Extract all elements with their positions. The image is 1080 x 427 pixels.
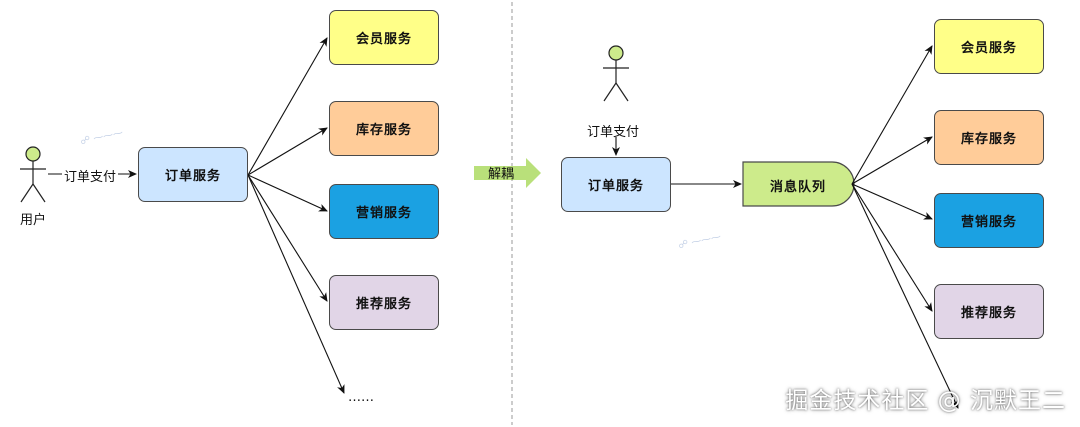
left-actor-label: 用户 <box>20 213 47 228</box>
decouple-label: 解耦 <box>488 167 515 182</box>
left-member-service-box: 会员服务 <box>329 10 439 65</box>
left-edge-label: 订单支付 <box>62 166 119 185</box>
right-actor-head <box>608 45 624 61</box>
right-user-actor-icon <box>603 45 629 102</box>
left-user-actor-icon <box>20 146 46 203</box>
message-queue-label: 消息队列 <box>770 180 827 195</box>
right-edge-label: 订单支付 <box>587 125 640 140</box>
right-order-service-box: 订单服务 <box>561 157 671 212</box>
right-member-service-box: 会员服务 <box>934 19 1044 74</box>
right-inventory-service-box: 库存服务 <box>934 110 1044 165</box>
left-marketing-service-box: 营销服务 <box>329 184 439 239</box>
left-fanout-edges <box>247 37 345 394</box>
left-order-service-box: 订单服务 <box>138 147 248 202</box>
right-fanout-edges <box>851 45 959 409</box>
left-recommend-service-box: 推荐服务 <box>329 275 439 330</box>
right-recommend-service-box: 推荐服务 <box>934 284 1044 339</box>
left-inventory-service-box: 库存服务 <box>329 101 439 156</box>
watermark-text: 掘金技术社区 @ 沉默王二 <box>785 388 1066 414</box>
decouple-arrow-icon <box>474 158 541 188</box>
right-marketing-service-box: 营销服务 <box>934 193 1044 248</box>
left-actor-head <box>25 146 41 162</box>
left-more-label: …… <box>348 390 374 405</box>
